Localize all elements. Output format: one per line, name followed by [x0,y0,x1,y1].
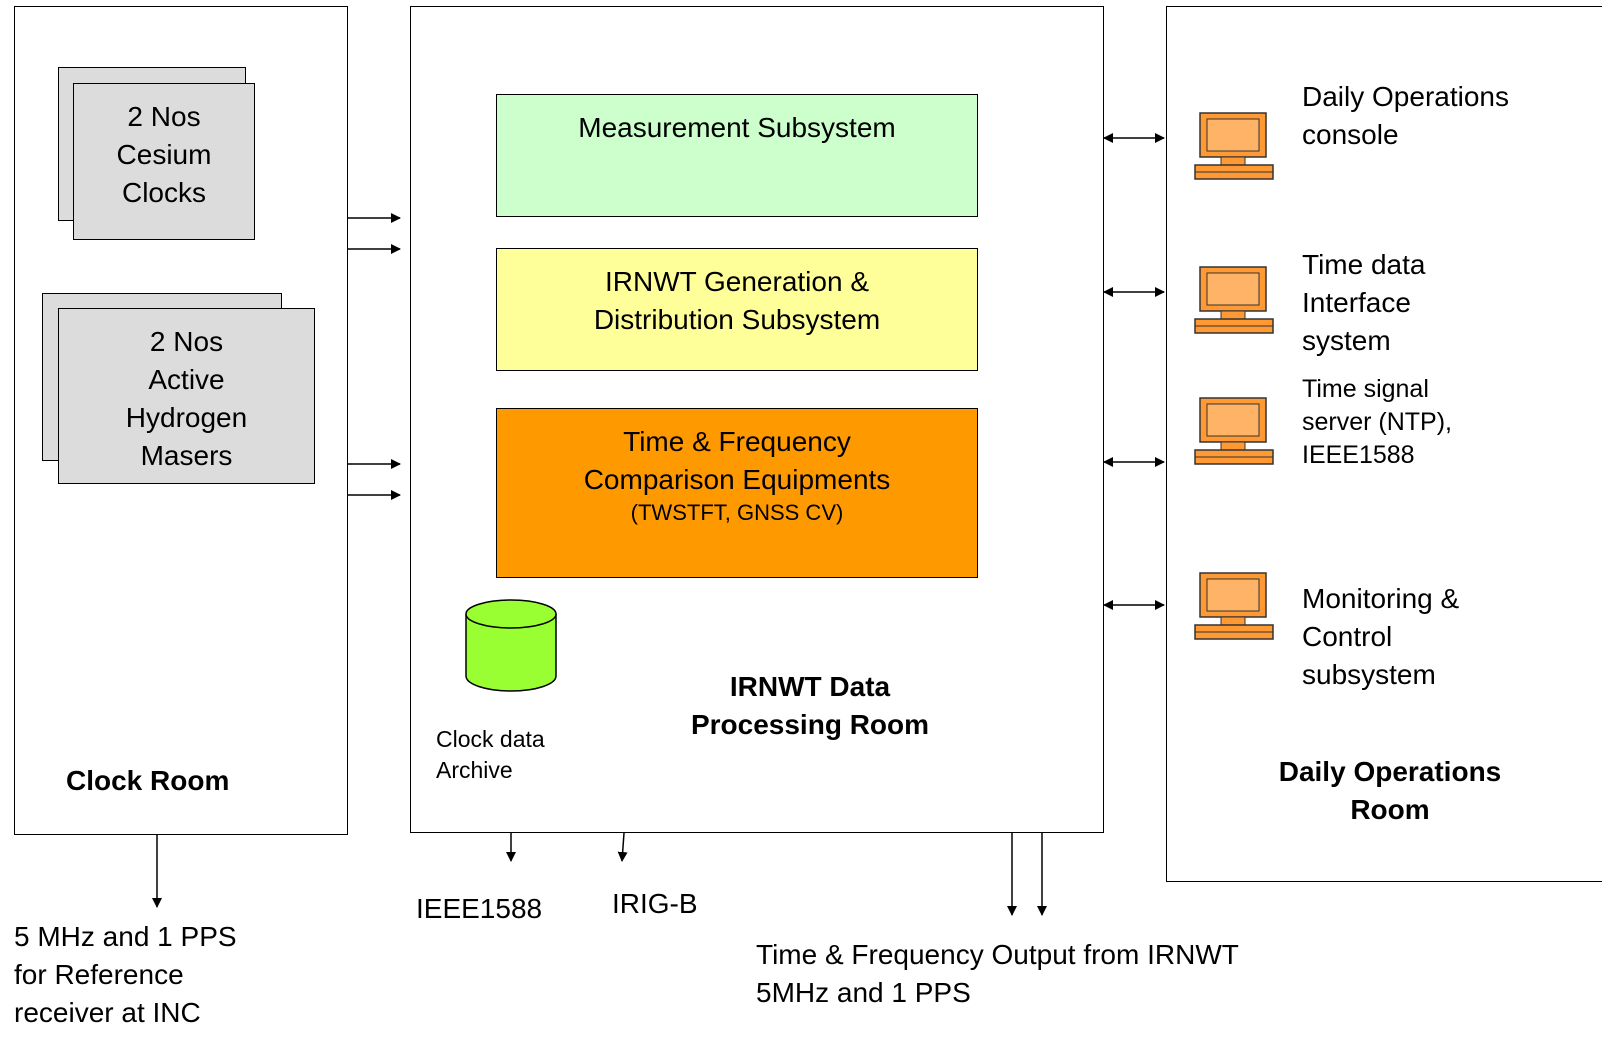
generation-line-2: Distribution Subsystem [593,304,881,335]
console-label-time-data: Time data Interface system [1302,246,1425,360]
operations-room-title: Daily Operations Room [1240,753,1540,829]
console-2-line-2: Interface [1302,287,1411,318]
console-3-line-2: server (NTP), [1302,408,1452,436]
arrow-irig-b [617,832,628,862]
computer-icon [1194,266,1274,334]
comparison-line-2: Comparison Equipments [583,464,891,495]
console-label-daily-operations: Daily Operations console [1302,78,1509,154]
processing-room-title: IRNWT Data Processing Room [660,668,960,744]
comparison-line-3: (TWSTFT, GNSS CV) [630,500,844,525]
comparison-equipments: Time & Frequency Comparison Equipments (… [496,408,978,578]
reference-output-label: 5 MHz and 1 PPS for Reference receiver a… [14,918,237,1032]
irig-b-output-label: IRIG-B [612,888,698,919]
reference-line-1: 5 MHz and 1 PPS [14,921,237,952]
computer-icon [1194,112,1274,180]
console-4-line-1: Monitoring & [1302,583,1460,614]
clock-room-title: Clock Room [66,765,230,796]
console-4-line-2: Control [1302,621,1393,652]
operations-title-line-2: Room [1350,794,1430,825]
processing-title-line-1: IRNWT Data [729,671,891,702]
tf-output-label: Time & Frequency Output from IRNWT 5MHz … [756,936,1239,1012]
reference-line-2: for Reference [14,959,184,990]
console-3-line-1: Time signal [1302,375,1429,403]
comparison-line-1: Time & Frequency [623,426,851,457]
measurement-subsystem: Measurement Subsystem [496,94,978,217]
ieee1588-output-label: IEEE1588 [416,893,543,924]
cesium-line-1: 2 Nos [127,101,201,132]
operations-title-line-1: Daily Operations [1278,756,1502,787]
archive-label: Clock data Archive [436,724,545,786]
generation-line-1: IRNWT Generation & [604,266,870,297]
console-1-line-2: console [1302,119,1399,150]
maser-line-3: Hydrogen [125,402,248,433]
processing-title-line-2: Processing Room [690,709,930,740]
cesium-line-3: Clocks [121,177,206,208]
measurement-label: Measurement Subsystem [578,112,896,143]
console-label-time-signal: Time signal server (NTP), IEEE1588 [1302,373,1452,472]
cesium-clocks-box: 2 Nos Cesium Clocks [73,83,255,240]
console-4-line-3: subsystem [1302,659,1436,690]
console-2-line-1: Time data [1302,249,1426,280]
reference-line-3: receiver at INC [14,997,201,1028]
maser-line-1: 2 Nos [149,326,224,357]
cesium-line-2: Cesium [116,139,212,170]
tf-output-line-1: Time & Frequency Output from IRNWT [756,939,1239,970]
maser-line-4: Masers [140,440,233,471]
console-1-line-1: Daily Operations [1302,81,1509,112]
archive-line-1: Clock data [436,726,545,752]
archive-line-2: Archive [436,757,513,783]
hydrogen-masers-box: 2 Nos Active Hydrogen Masers [58,308,315,484]
maser-line-2: Active [148,364,225,395]
computer-icon [1194,572,1274,640]
generation-subsystem: IRNWT Generation & Distribution Subsyste… [496,248,978,371]
archive-database-icon [465,599,557,692]
computer-icon [1194,397,1274,465]
console-label-monitoring: Monitoring & Control subsystem [1302,580,1459,694]
console-3-line-3: IEEE1588 [1302,441,1415,469]
tf-output-line-2: 5MHz and 1 PPS [756,977,971,1008]
console-2-line-3: system [1302,325,1391,356]
